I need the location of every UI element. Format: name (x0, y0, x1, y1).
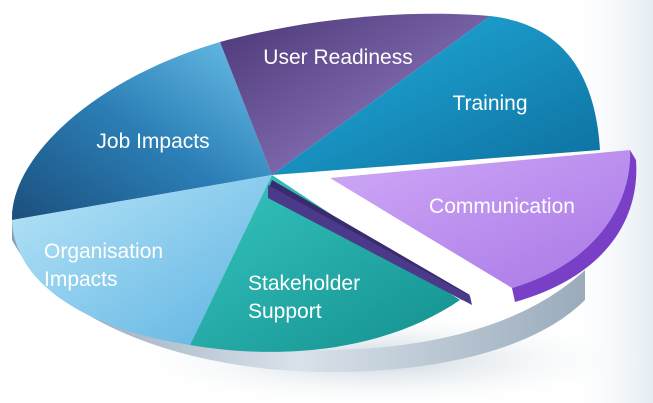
segment-communication-front-edge (512, 150, 637, 302)
label-training: Training (452, 92, 527, 115)
label-stakeholder-support: Stakeholder Support (248, 272, 366, 323)
label-organisation-impacts: Organisation Impacts (44, 240, 169, 291)
label-user-readiness: User Readiness (263, 46, 412, 69)
label-stakeholder-support-line1: Stakeholder (248, 272, 360, 295)
segment-communication-side (268, 185, 472, 305)
segment-user-readiness (220, 13, 490, 175)
label-organisation-impacts-line1: Organisation (44, 240, 163, 263)
label-organisation-impacts-line2: Impacts (44, 268, 118, 291)
label-job-impacts: Job Impacts (96, 130, 209, 153)
segment-stakeholder-support (190, 175, 460, 352)
segment-communication (330, 150, 631, 288)
segment-organisation-impacts (12, 175, 272, 345)
label-communication: Communication (429, 195, 575, 218)
segment-training (272, 16, 600, 175)
segment-job-impacts (11, 42, 273, 220)
label-stakeholder-support-line2: Support (248, 300, 322, 323)
